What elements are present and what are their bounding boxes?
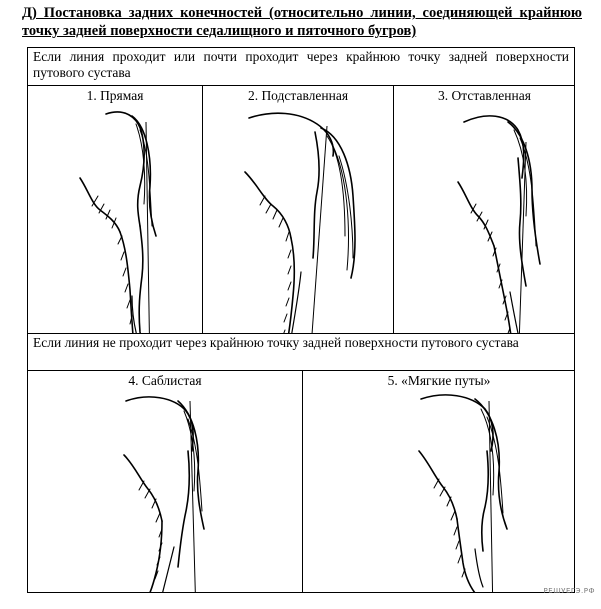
section-heading: Д) Постановка задних конечностей (относи… [22, 5, 582, 39]
hind-leg-camped-out-illustration [457, 115, 541, 333]
watermark: РЕШУЕГЭ.РФ [543, 587, 595, 595]
panel-straight: 1. Прямая [28, 86, 202, 333]
hind-leg-soft-pasterns-illustration [418, 394, 508, 592]
panel-caption: 1. Прямая [86, 88, 144, 103]
column-divider [302, 371, 303, 592]
panel-caption: 2. Подставленная [247, 88, 349, 103]
column-divider [202, 86, 203, 333]
column-divider [393, 86, 394, 333]
condition-row-1: Если линия проходит или почти проходит ч… [28, 48, 574, 86]
hind-leg-sickle-illustration [123, 396, 205, 592]
panel-caption: 4. Саблистая [128, 373, 202, 388]
hind-leg-under-illustration [244, 112, 356, 333]
panel-camped-out: 3. Отставленная [394, 86, 575, 333]
posture-table: Если линия проходит или почти проходит ч… [27, 47, 575, 593]
hind-leg-straight-illustration [79, 111, 157, 333]
panel-caption: 5. «Мягкие путы» [387, 373, 491, 388]
condition-row-2: Если линия не проходит через крайнюю точ… [28, 333, 574, 371]
panel-under: 2. Подставленная [203, 86, 393, 333]
panel-sickle: 4. Саблистая [28, 371, 302, 592]
panel-soft-pasterns: 5. «Мягкие путы» [303, 371, 575, 592]
panel-caption: 3. Отставленная [438, 88, 531, 103]
